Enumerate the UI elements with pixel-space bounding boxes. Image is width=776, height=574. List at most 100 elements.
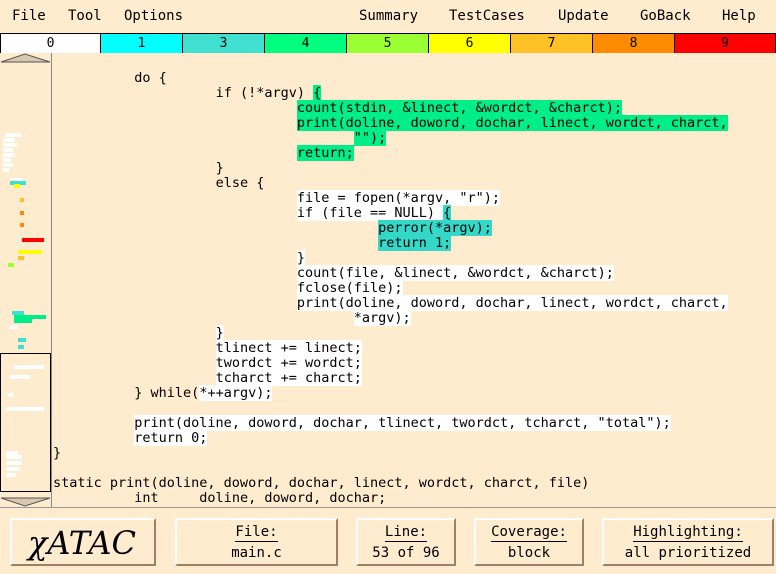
code-text: *++argv); (199, 385, 273, 401)
code-text: if (file == NULL) (296, 205, 444, 221)
menu-goback[interactable]: GoBack (640, 8, 691, 24)
highlighting-panel: Highlighting: all prioritized (602, 518, 774, 566)
overview-mark (20, 198, 24, 202)
file-value: main.c (231, 545, 282, 561)
code-indent (53, 145, 297, 161)
code-text: } (296, 250, 305, 266)
code-text: fclose(file); (296, 280, 403, 296)
code-line: return 1; (53, 235, 452, 251)
overview-mark (3, 138, 15, 142)
code-indent (53, 415, 134, 431)
line-value: 53 of 96 (372, 545, 440, 561)
code-line: print(doline, doword, dochar, linect, wo… (53, 115, 728, 131)
coverage-value: block (507, 545, 551, 561)
code-indent (53, 160, 216, 176)
code-indent (53, 100, 297, 116)
overview-mark (6, 467, 20, 471)
code-indent (53, 115, 297, 131)
code-indent (53, 85, 216, 101)
code-indent (53, 175, 216, 191)
overview-mark (10, 375, 30, 379)
code-line: } while(*++argv); (53, 385, 273, 401)
code-indent (53, 70, 134, 86)
menu-help[interactable]: Help (722, 8, 756, 24)
code-line: file = fopen(*argv, "r"); (53, 190, 501, 206)
code-indent (53, 220, 378, 236)
code-text: print(doline, doword, dochar, linect, wo… (296, 295, 728, 311)
code-text: static print(doline, doword, dochar, lin… (53, 475, 590, 491)
code-line: count(stdin, &linect, &wordct, &charct); (53, 100, 622, 116)
code-line: tlinect += linect; (53, 340, 362, 356)
highlighting-value: all prioritized (624, 545, 752, 561)
menu-update[interactable]: Update (558, 8, 609, 24)
code-line: } (53, 161, 224, 176)
code-text: twordct += wordct; (215, 355, 362, 371)
overview-mark (6, 473, 16, 477)
code-line: } (53, 446, 61, 461)
overview-mark (14, 184, 20, 188)
scroll-thumb[interactable] (0, 353, 51, 492)
overview-mark (3, 153, 15, 157)
priority-level-8: 8 (593, 34, 674, 53)
code-indent (53, 250, 297, 266)
source-code-view[interactable]: do { if (!*argv) { count(stdin, &linect,… (53, 53, 776, 507)
overview-mark (10, 181, 26, 185)
code-line: print(doline, doword, dochar, linect, wo… (53, 295, 728, 311)
highlighted-code: { (313, 85, 322, 101)
menu-summary[interactable]: Summary (359, 8, 419, 24)
code-line: int doline, doword, dochar; (53, 491, 386, 506)
menu-tool[interactable]: Tool (68, 8, 102, 24)
code-line: } (53, 325, 224, 341)
code-line: return 0; (53, 430, 208, 446)
menu-file[interactable]: File (12, 8, 46, 24)
overview-scrollbar[interactable] (0, 53, 51, 507)
code-line: } (53, 250, 305, 266)
overview-mark (10, 178, 22, 182)
code-text: *argv); (353, 310, 411, 326)
priority-level-1: 1 (101, 34, 182, 53)
overview-mark (18, 256, 24, 260)
code-indent (53, 235, 378, 251)
scroll-up-arrow-icon[interactable] (0, 53, 51, 63)
code-indent (53, 325, 216, 341)
code-line: static print(doline, doword, dochar, lin… (53, 476, 589, 491)
code-indent (53, 430, 134, 446)
overview-mark (3, 163, 13, 167)
overview-mark (20, 211, 24, 215)
code-line: return; (53, 145, 354, 161)
xatac-logo: χATAC (10, 518, 156, 566)
coverage-panel: Coverage: block (474, 518, 584, 566)
code-indent (53, 265, 297, 281)
scrollbar-divider (51, 53, 52, 507)
file-panel: File: main.c (175, 518, 338, 566)
code-text: } (215, 160, 224, 176)
overview-mark (14, 365, 44, 369)
code-indent (53, 310, 354, 326)
code-indent (53, 205, 297, 221)
overview-mark (3, 158, 11, 162)
code-indent (53, 130, 354, 146)
code-line: twordct += wordct; (53, 355, 362, 371)
priority-level-0: 0 (1, 34, 100, 53)
overview-mark (10, 325, 18, 329)
code-line: perror(*argv); (53, 220, 492, 236)
code-text: tcharct += charct; (215, 370, 362, 386)
menu-options[interactable]: Options (124, 8, 184, 24)
code-text: if (!*argv) (215, 85, 314, 101)
code-text: } while( (134, 385, 200, 401)
menu-testcases[interactable]: TestCases (449, 8, 525, 24)
code-indent (53, 190, 297, 206)
code-line: print(doline, doword, dochar, tlinect, t… (53, 415, 671, 431)
highlighted-code: ""); (353, 130, 387, 146)
code-indent (53, 385, 134, 401)
priority-level-9: 9 (675, 34, 775, 53)
code-line: count(file, &linect, &wordct, &charct); (53, 265, 614, 281)
highlighted-code: return; (296, 145, 354, 161)
code-line: else { (53, 175, 265, 191)
highlighting-label: Highlighting: (633, 524, 743, 542)
code-text: } (53, 445, 62, 461)
code-indent (53, 280, 297, 296)
scroll-down-arrow-icon[interactable] (0, 497, 51, 507)
highlighted-code: count(stdin, &linect, &wordct, &charct); (296, 100, 622, 116)
